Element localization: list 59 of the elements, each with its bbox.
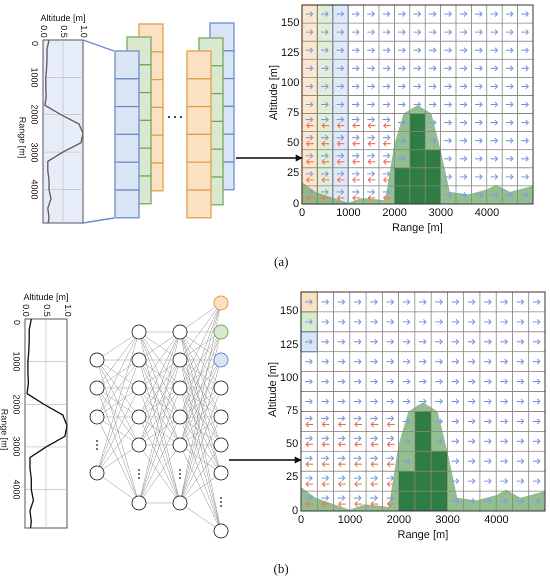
axis-title: Altitude [m] [24,292,69,302]
axis-tick-label: 1000 [30,67,39,88]
axis-tick-label: 125 [280,340,298,351]
axis-tick-label: 100 [280,372,298,384]
axis-tick-label: 1.0 [78,24,88,38]
axis-title: Range [m] [17,116,26,158]
axis-tick-label: 0.0 [38,24,48,38]
axis-tick-label: 1000 [336,208,361,218]
axis-tick-label: 3000 [30,142,39,162]
axis-tick-label: 100 [281,78,300,89]
wind-field-grid-drawing [302,5,533,204]
axis-tick-label: 75 [287,108,300,120]
axis-tick-label: 2000 [386,514,412,526]
profile-plot-drawing [43,40,83,223]
axis-tick-label: 25 [286,472,298,484]
axis-tick-label: 2000 [12,394,21,414]
wind-field-grid-drawing [301,292,545,511]
axis-tick-label: 1000 [338,514,362,526]
axis-tick-label: 2000 [382,208,407,218]
profile-plot-drawing [25,319,67,528]
panel-label: (b) [274,562,289,574]
axis-tick-label: 0.5 [58,24,68,38]
axis-tick-label: 75 [286,406,298,417]
axis-tick-label: 3000 [428,208,454,218]
axis-tick-label: 3000 [12,436,21,457]
neural-network-drawing [89,295,229,539]
axis-tick-label: 0 [299,208,306,218]
axis-tick-label: 4000 [30,179,39,200]
axis-tick-label: 0.5 [41,304,50,316]
axis-title: Altitude [m] [268,64,280,120]
axis-tick-label: 0 [298,514,304,526]
axis-tick-label: 50 [287,138,300,150]
axis-title: Range [m] [398,530,448,540]
axis-tick-label: 150 [280,306,298,318]
axis-tick-label: 0 [293,198,300,210]
convolution-layers-drawing [114,22,236,220]
axis-tick-label: 1000 [12,352,21,372]
arrow [236,154,303,162]
panel-label: (a) [274,254,288,268]
arrow [229,456,302,464]
axis-tick-label: 150 [281,18,300,29]
axis-tick-label: 0.0 [20,304,30,316]
axis-tick-label: 0 [30,40,38,46]
connector-line [82,217,114,224]
axis-tick-label: 0 [292,506,298,516]
axis-title: Altitude [m] [40,14,86,22]
axis-tick-label: 125 [281,48,300,59]
axis-tick-label: 4000 [484,514,509,526]
axis-tick-label: 50 [286,439,298,450]
axis-tick-label: 0 [12,320,20,324]
axis-tick-label: 2000 [30,104,39,125]
axis-tick-label: 3000 [435,514,460,526]
axis-title: Altitude [m] [268,362,279,418]
axis-tick-label: 25 [287,168,300,180]
axis-tick-label: 1.0 [62,304,72,316]
axis-tick-label: 4000 [474,208,500,218]
axis-tick-label: 4000 [12,480,21,500]
connector-line [82,39,114,52]
axis-title: Range [m] [392,222,443,234]
